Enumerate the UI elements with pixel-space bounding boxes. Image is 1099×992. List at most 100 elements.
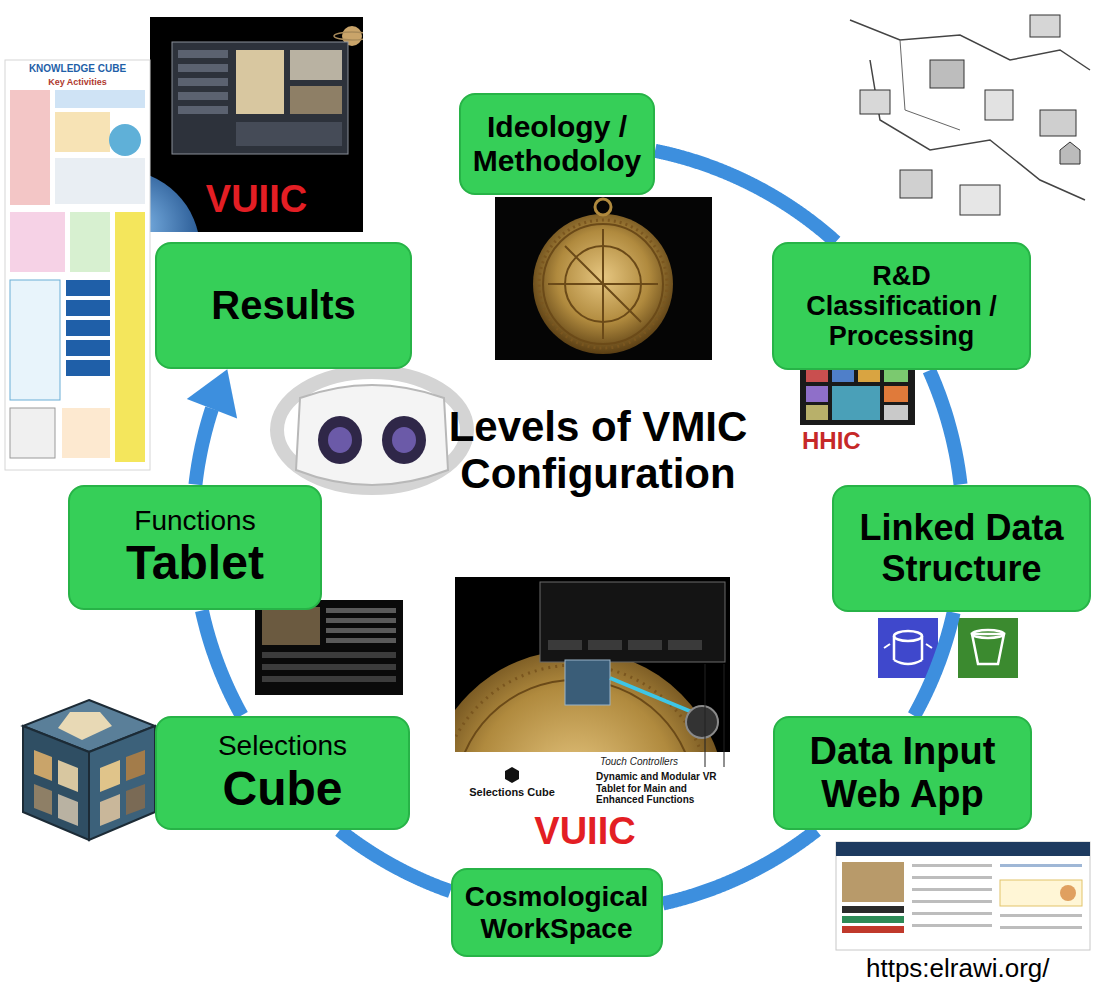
- leader-line: [705, 664, 724, 767]
- infographic-part: [10, 408, 55, 458]
- web-app-screenshot-part: [912, 888, 992, 891]
- web-app-screenshot: [836, 842, 1090, 950]
- data-icons-part: [972, 630, 1004, 638]
- data-icons-part: [884, 644, 932, 648]
- hypercube-image-part: [806, 405, 828, 420]
- selection-cube-image-part: [58, 794, 78, 826]
- process-box: Cosmological WorkSpace: [451, 868, 663, 957]
- vr-screenshot-part-part: [150, 170, 200, 232]
- vr-headset-part: [296, 385, 448, 485]
- vr-screenshot-part: [178, 50, 228, 58]
- infographic-part: [62, 408, 110, 458]
- vr-screenshot-part-part: [334, 32, 363, 40]
- infographic-part: [66, 300, 110, 316]
- callout-label: Dynamic and Modular VR Tablet for Main a…: [596, 771, 731, 806]
- vr-workspace-screenshot-part: [628, 640, 662, 650]
- data-icons-part: [894, 636, 922, 664]
- process-box: Results: [155, 242, 412, 369]
- infographic-part: [66, 360, 110, 376]
- vr-screenshot-part: [150, 26, 363, 232]
- cycle-arrow: [914, 613, 953, 716]
- vr-screenshot-part: [178, 92, 228, 100]
- process-box: Data Input Web App: [773, 716, 1032, 830]
- infographic-part: [55, 112, 110, 152]
- selection-cube-image-part: [34, 750, 52, 781]
- web-app-screenshot-part: [912, 900, 992, 903]
- astrolabe-photo-part: [543, 224, 663, 344]
- web-app-screenshot-part: [912, 912, 992, 915]
- vr-screenshot-part: [178, 106, 228, 114]
- vr-workspace-screenshot-part: [610, 678, 692, 712]
- box-heading: Selections: [165, 730, 400, 761]
- tablet-screenshot-part: [326, 618, 396, 623]
- infographic-part: [109, 124, 141, 156]
- infographic-part: [10, 90, 50, 205]
- vr-headset-part: [318, 416, 362, 464]
- vr-headset-part: [277, 372, 467, 488]
- vr-workspace-screenshot-part: [540, 582, 725, 662]
- web-app-screenshot-part: [836, 842, 1090, 856]
- process-box: R&D Classification / Processing: [772, 242, 1031, 370]
- data-icons-part: [894, 631, 922, 641]
- selection-cube-image: [23, 700, 155, 840]
- tablet-screenshot-part: [262, 676, 396, 682]
- infographic-part: [66, 320, 110, 336]
- vr-workspace-screenshot-part: [548, 640, 582, 650]
- architecture-sketch-part: [960, 185, 1000, 215]
- vr-screenshot-part: [290, 50, 342, 80]
- architecture-sketch-part: [840, 0, 1095, 232]
- cycle-arc: [195, 409, 211, 485]
- web-app-screenshot-part: [912, 864, 992, 867]
- infographic-part: [115, 212, 145, 462]
- image-subheading: Key Activities: [10, 77, 145, 87]
- vr-screenshot-part: [178, 78, 228, 86]
- astrolabe-photo: [495, 197, 712, 360]
- vr-headset-part: [392, 427, 416, 453]
- cube-icon: [505, 767, 519, 783]
- data-icons-part: [958, 618, 1018, 678]
- web-app-screenshot-part: [912, 924, 992, 927]
- selection-cube-image-part: [89, 726, 155, 840]
- infographic: [5, 60, 150, 470]
- infographic-part: [55, 90, 145, 108]
- image-heading: KNOWLEDGE CUBE: [10, 63, 145, 75]
- selection-cube-image-part: [58, 760, 78, 792]
- infographic-part: [66, 280, 110, 296]
- tablet-screenshot: [255, 600, 403, 695]
- infographic-part: [5, 60, 150, 470]
- leader-line-part: [705, 664, 706, 767]
- callout-label: Selections Cube: [452, 786, 572, 799]
- infographic-part: [10, 280, 60, 400]
- vr-screenshot-part: [236, 50, 284, 114]
- web-app-screenshot-part: [842, 906, 904, 913]
- cycle-arc: [929, 371, 960, 485]
- selection-cube-image-part: [23, 726, 89, 840]
- architecture-sketch-part: [930, 60, 964, 88]
- web-app-screenshot-part: [1000, 926, 1082, 929]
- hypercube-image-part: [832, 386, 880, 420]
- tablet-screenshot-part: [262, 652, 396, 658]
- web-app-screenshot-part: [1000, 880, 1082, 906]
- cycle-arc: [663, 830, 817, 903]
- vr-headset-part: [382, 416, 426, 464]
- box-text: Cosmological WorkSpace: [461, 881, 653, 944]
- infographic-part: [66, 340, 110, 356]
- astrolabe-photo-part: [539, 220, 667, 348]
- web-app-screenshot-part: [836, 842, 1090, 950]
- selection-cube-image-part: [100, 794, 120, 826]
- tablet-screenshot-part: [262, 664, 396, 670]
- vr-headset-part: [328, 427, 352, 453]
- web-app-screenshot-part: [1000, 864, 1082, 867]
- vr-workspace-screenshot-part: [565, 660, 610, 705]
- vr-screenshot-part: [236, 122, 342, 146]
- vr-headset: [277, 372, 467, 488]
- tablet-screenshot-part: [326, 628, 396, 633]
- cube-icon-part: [505, 767, 519, 783]
- web-app-screenshot-part: [1000, 914, 1082, 917]
- tablet-screenshot-part: [262, 607, 320, 645]
- tablet-screenshot-part: [326, 608, 396, 613]
- url-label: https:elrawi.org/: [866, 954, 1050, 984]
- cycle-arrow: [187, 369, 237, 484]
